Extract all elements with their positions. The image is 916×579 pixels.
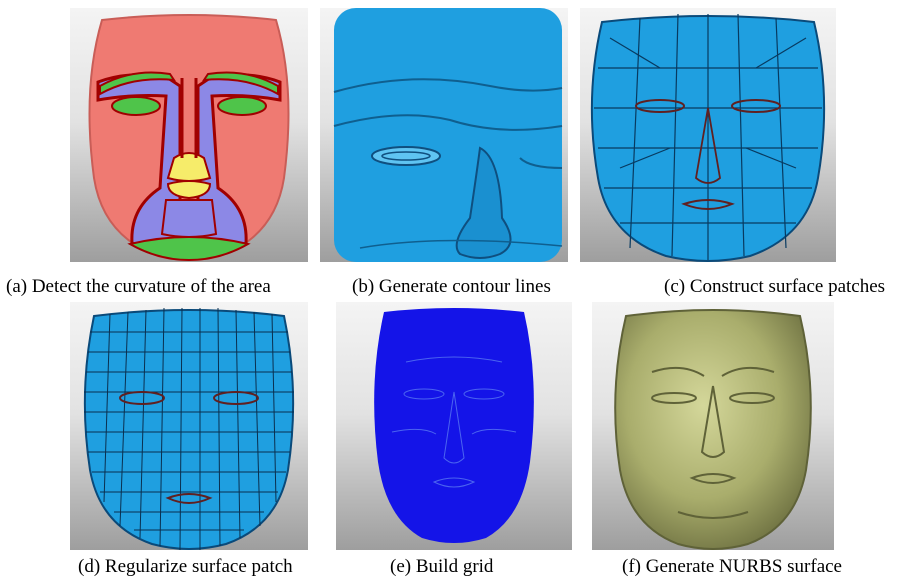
dense-mesh-face — [336, 302, 572, 550]
curvature-region-face — [70, 8, 308, 262]
panel-b-image — [320, 8, 568, 262]
panel-f-image — [592, 302, 834, 550]
surface-patch-face — [580, 8, 836, 262]
panel-e-image — [336, 302, 572, 550]
panel-e-caption: (e) Build grid — [390, 556, 493, 578]
panel-a-caption: (a) Detect the curvature of the area — [6, 276, 271, 298]
panel-c-caption: (c) Construct surface patches — [664, 276, 885, 298]
nurbs-surface-face — [592, 302, 834, 550]
panel-b-caption: (b) Generate contour lines — [352, 276, 551, 298]
panel-a-image — [70, 8, 308, 262]
panel-d-caption: (d) Regularize surface patch — [78, 556, 293, 578]
regularized-grid-face — [70, 302, 308, 550]
panel-d-image — [70, 302, 308, 550]
panel-f-caption: (f) Generate NURBS surface — [622, 556, 842, 578]
panel-c-image — [580, 8, 836, 262]
contour-line-face-zoom — [320, 8, 568, 262]
